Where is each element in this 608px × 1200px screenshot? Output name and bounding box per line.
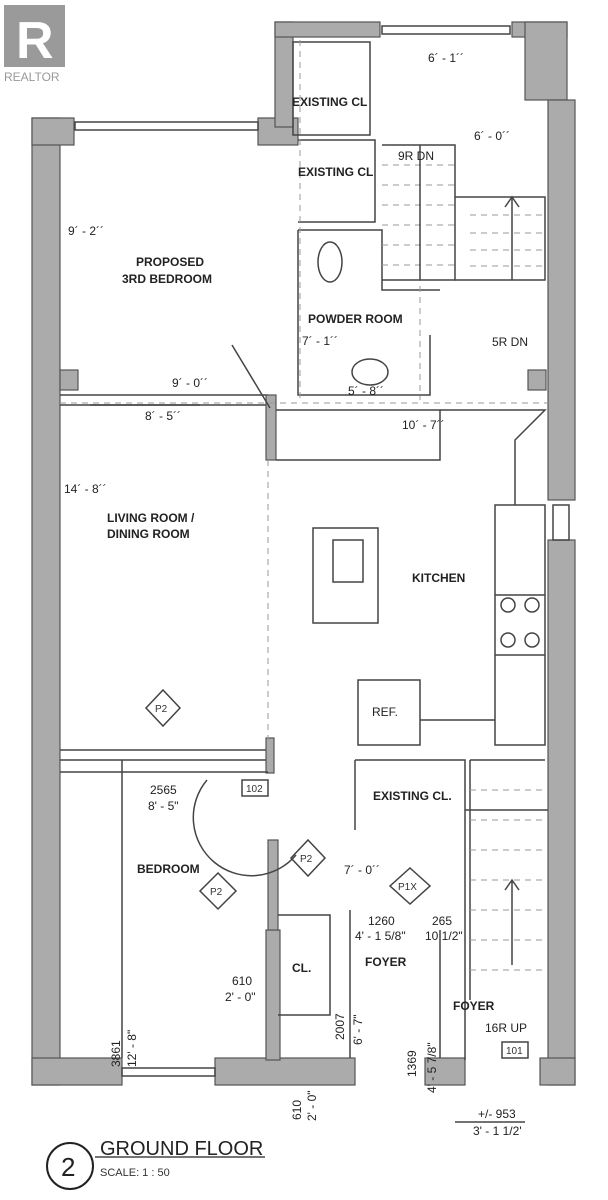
svg-text:4' - 5 7/8": 4' - 5 7/8" [425,1042,439,1093]
svg-text:P2: P2 [210,887,223,898]
stairs [382,144,546,1000]
svg-text:6´ - 0´´: 6´ - 0´´ [474,129,510,143]
svg-text:7´ - 0´´: 7´ - 0´´ [344,863,380,877]
svg-text:265: 265 [432,914,452,928]
svg-text:101: 101 [506,1046,523,1057]
tag-p2-a: P2 [144,688,182,728]
svg-text:3861: 3861 [109,1040,123,1067]
tag-p1x: P1X [388,866,432,906]
label-ref: REF. [372,705,398,719]
door-tag-101: 101 [501,1041,529,1059]
stair-label-16r: 16R UP [485,1021,527,1035]
svg-text:P2: P2 [300,854,313,865]
svg-text:2007: 2007 [333,1013,347,1040]
room-living-label-2: DINING ROOM [107,527,190,541]
svg-text:102: 102 [246,784,263,795]
room-powder-room: POWDER ROOM [308,312,403,326]
svg-text:P2: P2 [155,704,168,715]
room-living-label-1: LIVING ROOM / [107,511,195,525]
svg-text:+/- 953: +/- 953 [478,1107,516,1121]
room-existing-cl-3: EXISTING CL. [373,789,452,803]
drawing-title: GROUND FLOOR [100,1138,263,1160]
svg-text:5´ - 8´´: 5´ - 8´´ [348,384,384,398]
room-foyer-1: FOYER [365,955,407,969]
svg-text:6' - 7": 6' - 7" [351,1014,365,1045]
svg-text:9´ - 0´´: 9´ - 0´´ [172,376,208,390]
room-closet: CL. [292,961,311,975]
toilet-icon [317,241,343,283]
svg-text:P1X: P1X [398,882,417,893]
svg-text:12' - 8": 12' - 8" [125,1030,139,1067]
room-kitchen: KITCHEN [412,571,465,585]
stair-label-5r: 5R DN [492,335,528,349]
dimensions: 6´ - 1´´ 6´ - 0´´ 9´ - 2´´ 7´ - 1´´ 9´ -… [60,51,525,1138]
walls [31,21,576,1086]
room-existing-cl-2: EXISTING CL [298,165,373,179]
svg-text:8´ - 5´´: 8´ - 5´´ [145,409,181,423]
svg-text:8' - 5": 8' - 5" [148,799,179,813]
logo-letter: R [16,12,54,70]
svg-text:2' - 0": 2' - 0" [305,1090,319,1121]
interior-walls [60,40,548,1060]
svg-text:1369: 1369 [405,1050,419,1077]
logo-text: REALTOR [4,70,60,84]
drawing-scale: SCALE: 1 : 50 [100,1167,170,1179]
svg-text:6´ - 1´´: 6´ - 1´´ [428,51,464,65]
drawing-number: 2 [61,1152,75,1182]
room-proposed-label-1: PROPOSED [136,255,204,269]
svg-text:7´ - 1´´: 7´ - 1´´ [302,334,338,348]
svg-text:10´ - 7´´: 10´ - 7´´ [402,418,445,432]
room-bedroom: BEDROOM [137,862,200,876]
windows [74,25,570,1077]
svg-text:610: 610 [290,1100,304,1120]
stair-label-9r: 9R DN [398,149,434,163]
svg-text:10 1/2": 10 1/2" [425,929,463,943]
room-proposed-label-2: 3RD BEDROOM [122,272,212,286]
svg-text:14´ - 8´´: 14´ - 8´´ [64,482,107,496]
title-block: 2 GROUND FLOOR SCALE: 1 : 50 [46,1138,265,1190]
svg-text:1260: 1260 [368,914,395,928]
svg-text:3' - 1 1/2': 3' - 1 1/2' [473,1124,522,1138]
svg-text:2565: 2565 [150,783,177,797]
tag-p2-b: P2 [198,871,238,911]
svg-text:610: 610 [232,974,252,988]
realtor-logo: R REALTOR [4,5,65,84]
sink-icon [351,358,389,386]
door-tag-102: 102 [241,779,269,797]
svg-text:2' - 0": 2' - 0" [225,990,256,1004]
svg-text:4' - 1 5/8": 4' - 1 5/8" [355,929,406,943]
svg-text:9´ - 2´´: 9´ - 2´´ [68,224,104,238]
room-existing-cl-1: EXISTING CL [292,95,367,109]
room-foyer-2: FOYER [453,999,495,1013]
tag-p2-c: P2 [289,838,327,878]
